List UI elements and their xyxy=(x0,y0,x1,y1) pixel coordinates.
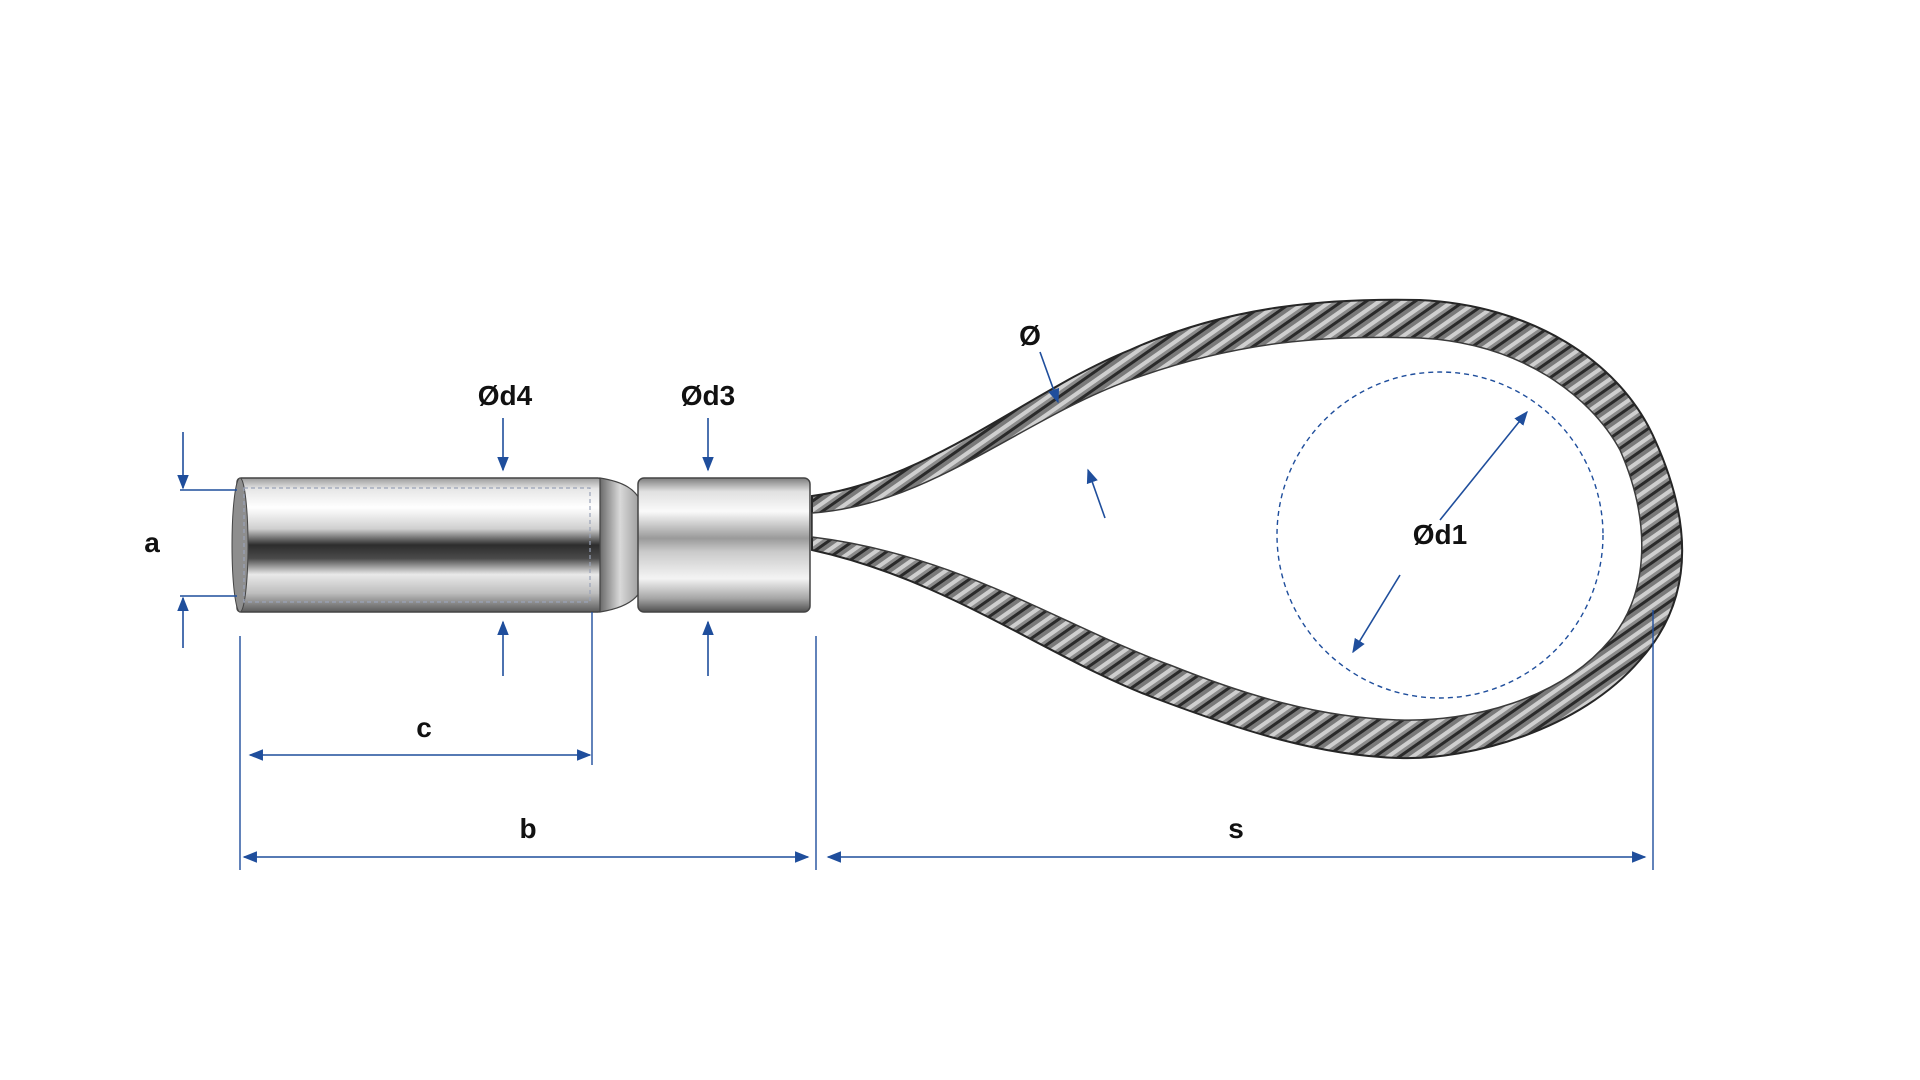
loop-diameter-circle xyxy=(1276,371,1604,699)
ferrule-taper xyxy=(599,477,641,613)
ferrule-bore xyxy=(243,487,591,603)
loop-opening xyxy=(811,336,1643,721)
press-ferrule xyxy=(231,477,811,613)
label-rope: Ø xyxy=(1019,320,1041,351)
dimension-b: b xyxy=(239,636,817,870)
dimension-c: c xyxy=(248,612,593,765)
label-d4: Ød4 xyxy=(478,380,533,411)
dimension-s: s xyxy=(826,610,1654,870)
dimension-rope-diameter: Ø xyxy=(1019,320,1106,519)
wire-rope-loop xyxy=(811,298,1684,760)
ferrule-body xyxy=(236,477,603,613)
label-s: s xyxy=(1228,813,1244,844)
ferrule-end-face xyxy=(231,477,249,613)
dimension-d4: Ød4 xyxy=(478,380,533,676)
dimension-d3: Ød3 xyxy=(681,380,735,676)
dimension-d1: Ød1 xyxy=(1276,371,1604,699)
label-a: a xyxy=(144,527,160,558)
label-d3: Ød3 xyxy=(681,380,735,411)
label-d1: Ød1 xyxy=(1413,519,1467,550)
ferrule-neck xyxy=(637,477,811,613)
dimension-a: a xyxy=(144,432,237,648)
label-b: b xyxy=(519,813,536,844)
label-c: c xyxy=(416,712,432,743)
